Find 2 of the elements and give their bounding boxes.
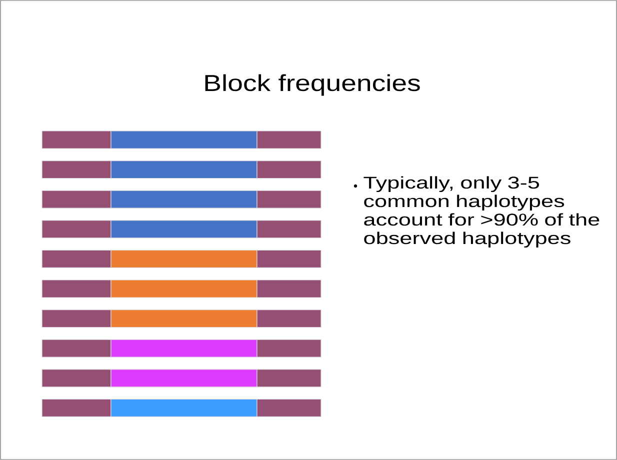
slide-title: Block frequencies <box>205 74 420 96</box>
bullet-point: Typically, only 3-5 common haplotypes account for >90% of the observed haplotypes <box>364 176 600 248</box>
